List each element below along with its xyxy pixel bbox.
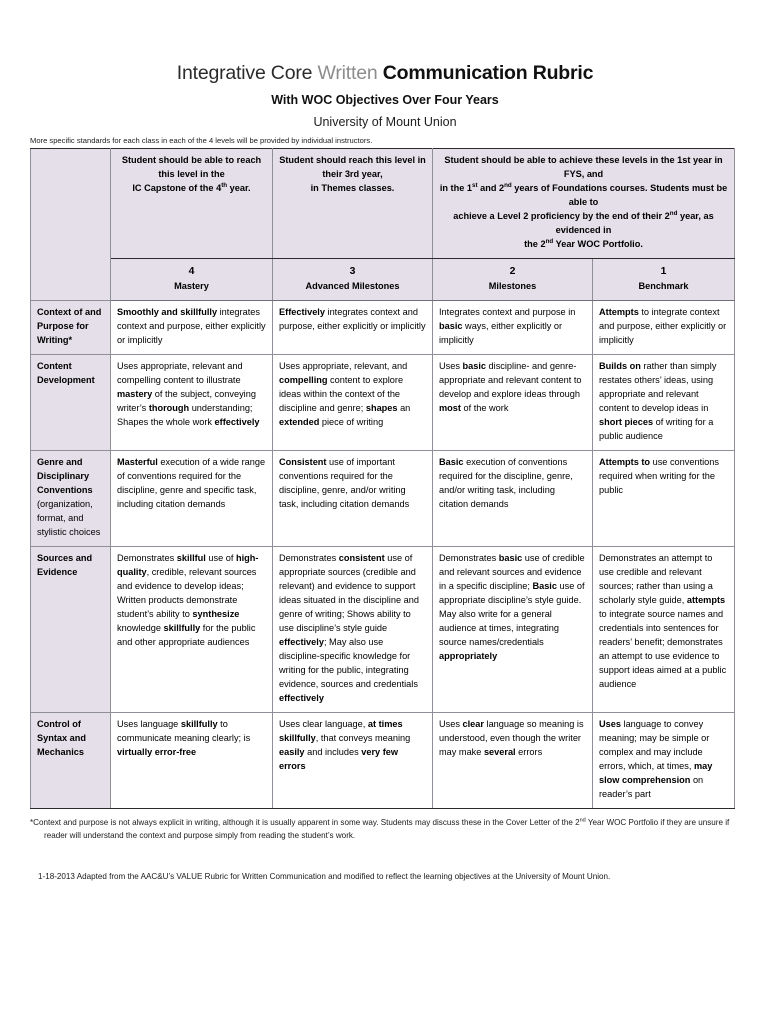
header-year4-line3-pre: IC Capstone of the 4 — [132, 183, 222, 194]
cell-r3-c2: Demonstrates basic use of credible and r… — [432, 545, 593, 713]
header-years1-2: Student should be able to achieve these … — [432, 148, 735, 260]
header-years12-ordinal-line3: nd — [669, 210, 678, 218]
cell-r2-c3: Consistent use of important conventions … — [272, 449, 433, 547]
header-years12-ordinal-1st: st — [471, 182, 478, 190]
cell-r1-c3: Uses appropriate, relevant, and compelli… — [272, 354, 433, 451]
footnote-ordinal: nd — [579, 816, 586, 823]
criterion-label: Content Development — [30, 354, 111, 451]
table-row: Sources and Evidence Demonstrates skillf… — [30, 545, 735, 713]
level-name-1: Benchmark — [638, 281, 689, 292]
cell-r0-c2: Integrates context and purpose in basic … — [432, 300, 593, 356]
instructor-note: More specific standards for each class i… — [30, 136, 373, 146]
header-year3-line3: in Themes classes. — [310, 183, 395, 194]
level-number-4: 4 — [188, 266, 195, 278]
cell-r2-c4: Masterful execution of a wide range of c… — [110, 449, 273, 547]
level-number-2: 2 — [509, 266, 516, 278]
title-segment-written: Written — [317, 62, 383, 84]
cell-r4-c3: Uses clear language, at times skillfully… — [272, 711, 433, 809]
footnote-line2: reader will understand the context and p… — [44, 830, 356, 840]
header-year3: Student should reach this level in their… — [272, 148, 433, 260]
cell-r0-c3: Effectively integrates context and purpo… — [272, 300, 433, 356]
header-year4-line3-post: year. — [227, 183, 251, 194]
title-segment-communication-rubric: Communication Rubric — [382, 62, 594, 84]
header-year4-line1: Student should be able to reach — [121, 155, 262, 166]
level-header-1: 1 Benchmark — [592, 258, 735, 302]
footnote-asterisk: *Context and purpose is not always expli… — [30, 816, 736, 842]
page-subtitle: With WOC Objectives Over Four Years — [271, 93, 499, 108]
level-number-3: 3 — [349, 266, 356, 278]
rubric-table: Student should be able to reach this lev… — [30, 148, 735, 809]
footnote-part-b: Year WOC Portfolio if they are unsure if — [585, 817, 730, 827]
institution-name: University of Mount Union — [313, 115, 457, 130]
level-name-2: Milestones — [488, 281, 537, 292]
criterion-title: Context of and Purpose for Writing* — [37, 307, 102, 346]
cell-r3-c3: Demonstrates consistent use of appropria… — [272, 545, 433, 713]
credit-line: 1-18-2013 Adapted from the AAC&U’s VALUE… — [38, 871, 611, 881]
criterion-label: Context of and Purpose for Writing* — [30, 300, 111, 356]
header-corner-cell — [30, 148, 111, 302]
header-year4: Student should be able to reach this lev… — [110, 148, 273, 260]
cell-r1-c4: Uses appropriate, relevant and compellin… — [110, 354, 273, 451]
header-years12-line1: Student should be able to achieve these … — [444, 155, 723, 180]
level-name-4: Mastery — [174, 281, 209, 292]
header-years12-line3a: achieve a Level 2 proficiency by the end… — [453, 211, 670, 222]
footnote-part-a: *Context and purpose is not always expli… — [30, 817, 580, 827]
criterion-subtitle: (organization, format, and stylistic cho… — [37, 498, 101, 537]
cell-r1-c1: Builds on rather than simply restates ot… — [592, 354, 735, 451]
criterion-label: Control of Syntax and Mechanics — [30, 711, 111, 809]
level-header-4: 4 Mastery — [110, 258, 273, 302]
level-header-2: 2 Milestones — [432, 258, 593, 302]
level-header-3: 3 Advanced Milestones — [272, 258, 433, 302]
header-years12-ordinal-line4: nd — [545, 238, 554, 246]
header-year4-line2: this level in the — [158, 169, 225, 180]
criterion-label: Genre and Disciplinary Conventions (orga… — [30, 449, 111, 547]
cell-r2-c1: Attempts to use conventions required whe… — [592, 449, 735, 547]
criterion-title: Content Development — [37, 361, 95, 386]
page-title: Integrative Core Written Communication R… — [0, 62, 770, 84]
table-header-row-levels: 4 Mastery 3 Advanced Milestones 2 Milest… — [31, 258, 735, 302]
table-row: Control of Syntax and Mechanics Uses lan… — [30, 711, 735, 809]
cell-r0-c1: Attempts to integrate context and purpos… — [592, 300, 735, 356]
table-row: Content Development Uses appropriate, re… — [30, 354, 735, 451]
criterion-title: Sources and Evidence — [37, 552, 93, 577]
header-years12-line4a: the 2 — [524, 239, 546, 250]
cell-r3-c1: Demonstrates an attempt to use credible … — [592, 545, 735, 713]
header-years12-line2c: years of Foundations courses. Students m… — [511, 183, 728, 208]
cell-r1-c2: Uses basic discipline- and genre-appropr… — [432, 354, 593, 451]
header-year3-line1: Student should reach this level in — [279, 155, 426, 166]
cell-r3-c4: Demonstrates skillful use of high-qualit… — [110, 545, 273, 713]
table-header-row-years: Student should be able to reach this lev… — [30, 148, 735, 302]
title-block: Integrative Core Written Communication R… — [0, 0, 770, 129]
table-row: Genre and Disciplinary Conventions (orga… — [30, 449, 735, 547]
table-row: Context of and Purpose for Writing* Smoo… — [30, 300, 735, 356]
header-years12-line4b: Year WOC Portfolio. — [553, 239, 643, 250]
cell-r2-c2: Basic execution of conventions required … — [432, 449, 593, 547]
header-years12-ordinal-2nd: nd — [504, 182, 512, 190]
criterion-label: Sources and Evidence — [30, 545, 111, 713]
header-years12-line2a: in the 1 — [439, 183, 472, 194]
header-years12-line3b: year, as evidenced in — [555, 211, 714, 236]
cell-r4-c4: Uses language skillfully to communicate … — [110, 711, 273, 809]
cell-r4-c2: Uses clear language so meaning is unders… — [432, 711, 593, 809]
cell-r4-c1: Uses language to convey meaning; may be … — [592, 711, 735, 809]
criterion-title: Control of Syntax and Mechanics — [37, 718, 87, 757]
criterion-title: Genre and Disciplinary Conventions — [37, 456, 93, 495]
header-year3-line2: their 3rd year, — [322, 169, 383, 180]
header-year4-ordinal: th — [221, 182, 228, 190]
header-years12-line2b: and 2 — [477, 183, 505, 194]
level-name-3: Advanced Milestones — [305, 281, 400, 292]
title-segment-integrative-core: Integrative Core — [176, 62, 318, 84]
cell-r0-c4: Smoothly and skillfully integrates conte… — [110, 300, 273, 356]
level-number-1: 1 — [660, 266, 667, 278]
